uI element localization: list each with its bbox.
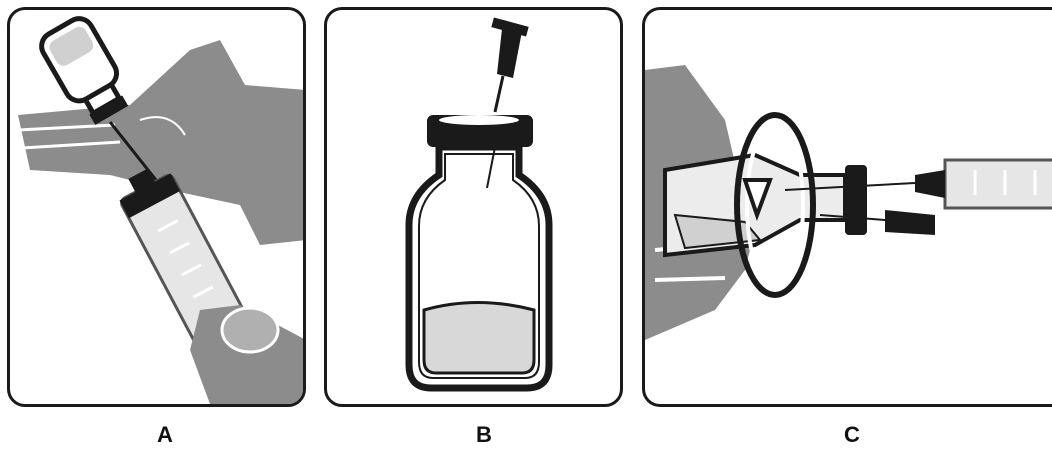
step-c-illustration	[645, 10, 1052, 404]
step-a-illustration	[10, 10, 306, 404]
label-a: A	[145, 422, 185, 448]
step-b-panel	[324, 7, 623, 407]
step-c-panel	[642, 7, 1052, 407]
powder	[424, 303, 534, 374]
needle-hub	[491, 18, 528, 112]
step-a-panel	[7, 7, 306, 407]
step-b-illustration	[327, 10, 623, 404]
label-c: C	[832, 422, 872, 448]
label-b: B	[464, 422, 504, 448]
